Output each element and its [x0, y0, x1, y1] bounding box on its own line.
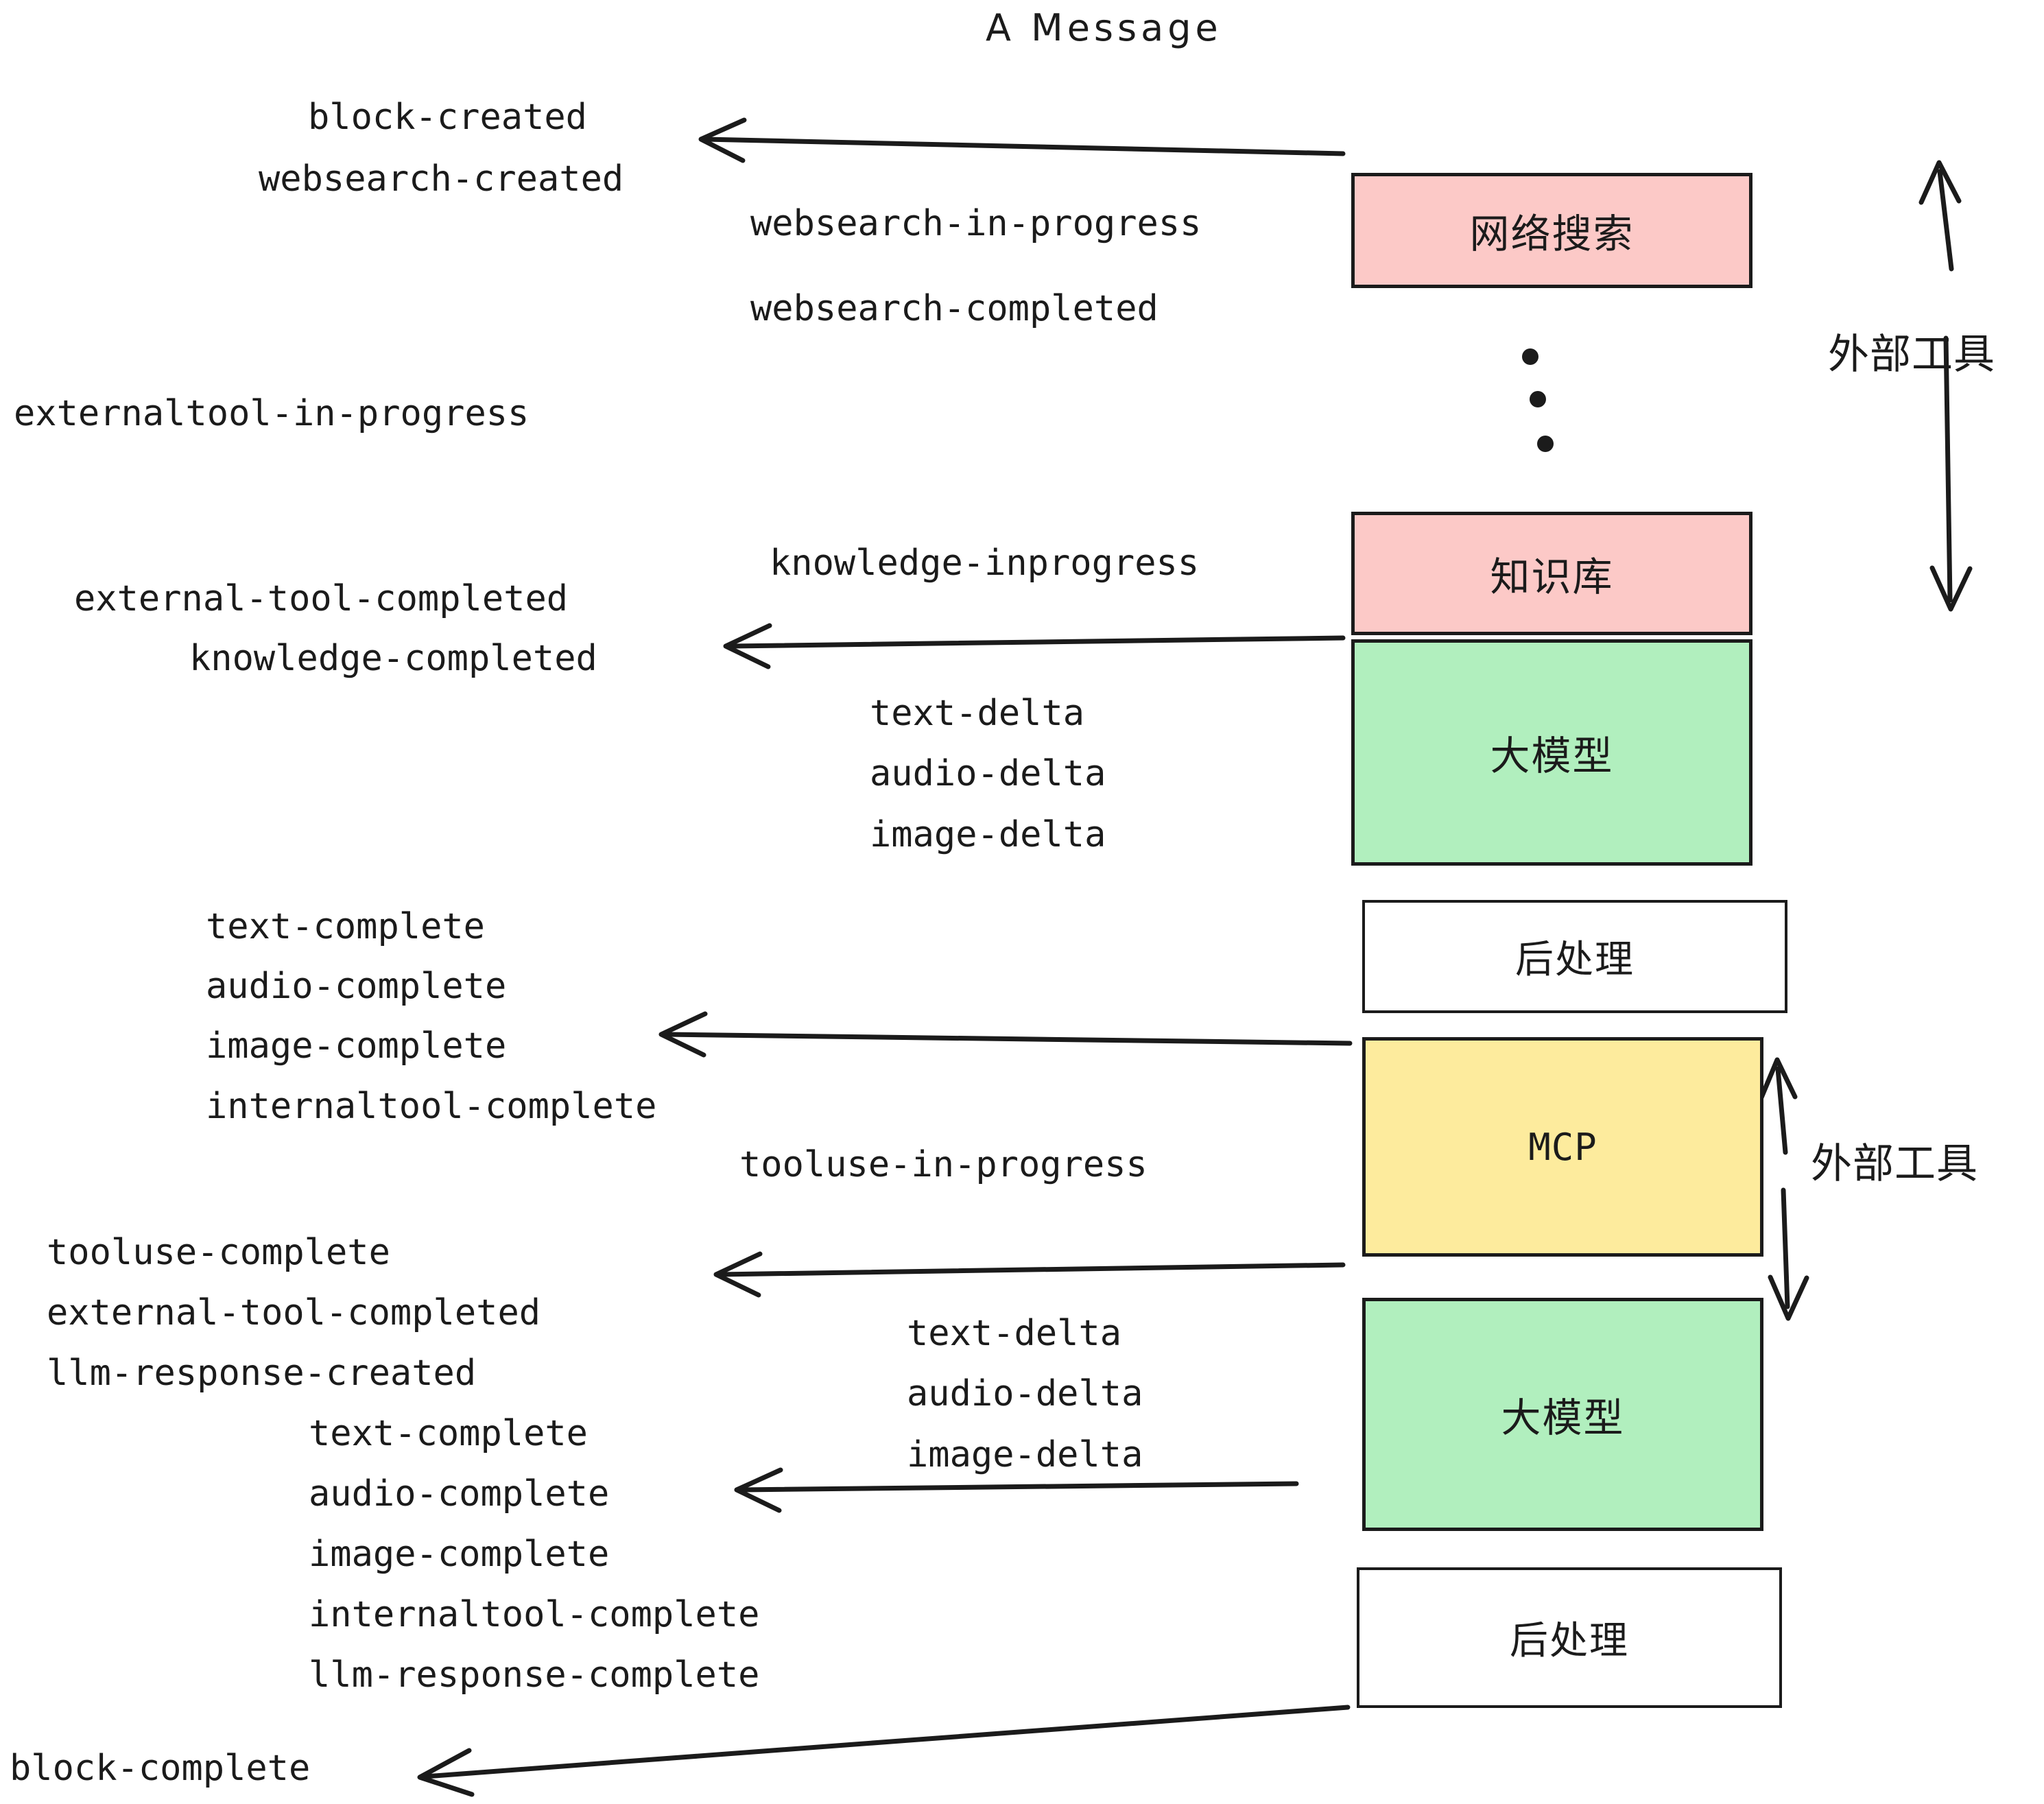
node-label-knowledge: 知识库	[1490, 554, 1614, 600]
node-box-mcp[interactable]: MCP	[1362, 1037, 1763, 1257]
event-label-websearch-in-progress: websearch-in-progress	[750, 203, 1202, 244]
event-label-text-delta-2: text-delta	[907, 1313, 1122, 1354]
ellipsis-dot-3	[1537, 436, 1554, 452]
side-label-external-tools-top: 外部工具	[1828, 331, 1995, 379]
event-label-tooluse-complete: tooluse-complete	[47, 1232, 390, 1273]
arrow-external-tools-bottom-up	[1759, 1057, 1798, 1155]
arrow-knowledge-to-knowledge-completed	[723, 623, 1346, 669]
arrow-websearch-to-block-created	[698, 117, 1346, 163]
arrow-external-tools-top-up	[1918, 160, 1962, 272]
event-label-websearch-completed: websearch-completed	[750, 288, 1158, 329]
event-label-audio-delta-2: audio-delta	[907, 1373, 1143, 1414]
event-label-block-complete: block-complete	[10, 1748, 311, 1789]
node-box-websearch[interactable]: 网络搜索	[1351, 173, 1752, 288]
ellipsis-dot-2	[1530, 391, 1546, 407]
event-label-knowledge-completed: knowledge-completed	[189, 638, 597, 679]
arrow-postprocess2-to-block-complete	[417, 1705, 1351, 1797]
event-label-image-delta-2: image-delta	[907, 1434, 1143, 1475]
side-label-external-tools-bottom: 外部工具	[1811, 1140, 1978, 1188]
page-title: A Message	[986, 6, 1222, 49]
event-label-text-delta-1: text-delta	[870, 693, 1085, 734]
event-label-external-tool-completed-2: external-tool-completed	[47, 1292, 541, 1333]
event-label-tooluse-in-progress: tooluse-in-progress	[739, 1144, 1148, 1185]
event-label-internaltool-complete-1: internaltool-complete	[206, 1086, 657, 1127]
event-label-external-tool-completed-1: external-tool-completed	[74, 578, 569, 619]
node-label-llm-1: 大模型	[1490, 733, 1614, 779]
event-label-image-complete-1: image-complete	[206, 1025, 507, 1067]
event-label-llm-response-created: llm-response-created	[47, 1353, 477, 1394]
node-box-llm-1[interactable]: 大模型	[1351, 639, 1752, 866]
event-label-block-created: block-created	[308, 97, 587, 138]
event-label-audio-complete-1: audio-complete	[206, 966, 507, 1007]
arrow-llm2-to-audio-complete	[734, 1467, 1299, 1513]
node-label-websearch: 网络搜索	[1469, 211, 1635, 257]
event-label-audio-delta-1: audio-delta	[870, 753, 1106, 794]
arrow-mcp-to-tooluse-complete	[713, 1251, 1346, 1298]
event-label-audio-complete-2: audio-complete	[309, 1473, 610, 1515]
node-box-llm-2[interactable]: 大模型	[1362, 1298, 1763, 1531]
event-label-websearch-created: websearch-created	[259, 158, 624, 200]
ellipsis-dot-1	[1522, 348, 1538, 365]
event-label-image-delta-1: image-delta	[870, 814, 1106, 855]
arrow-postprocess-to-image-complete	[658, 1011, 1353, 1058]
node-label-mcp: MCP	[1528, 1125, 1597, 1169]
node-label-postprocess-2: 后处理	[1510, 1619, 1629, 1663]
arrow-external-tools-bottom-down	[1768, 1187, 1809, 1321]
node-box-postprocess-2[interactable]: 后处理	[1357, 1567, 1782, 1708]
event-label-llm-response-complete: llm-response-complete	[309, 1654, 760, 1696]
event-label-knowledge-inprogress: knowledge-inprogress	[770, 543, 1200, 584]
event-label-text-complete-1: text-complete	[206, 906, 485, 947]
node-label-postprocess-1: 后处理	[1515, 938, 1635, 982]
node-label-llm-2: 大模型	[1501, 1394, 1625, 1441]
event-label-text-complete-2: text-complete	[309, 1413, 588, 1454]
node-box-postprocess-1[interactable]: 后处理	[1362, 900, 1787, 1013]
event-label-image-complete-2: image-complete	[309, 1534, 610, 1575]
event-label-internaltool-complete-2: internaltool-complete	[309, 1594, 760, 1635]
event-label-externaltool-in-progress: externaltool-in-progress	[14, 393, 530, 434]
node-box-knowledge[interactable]: 知识库	[1351, 512, 1752, 635]
